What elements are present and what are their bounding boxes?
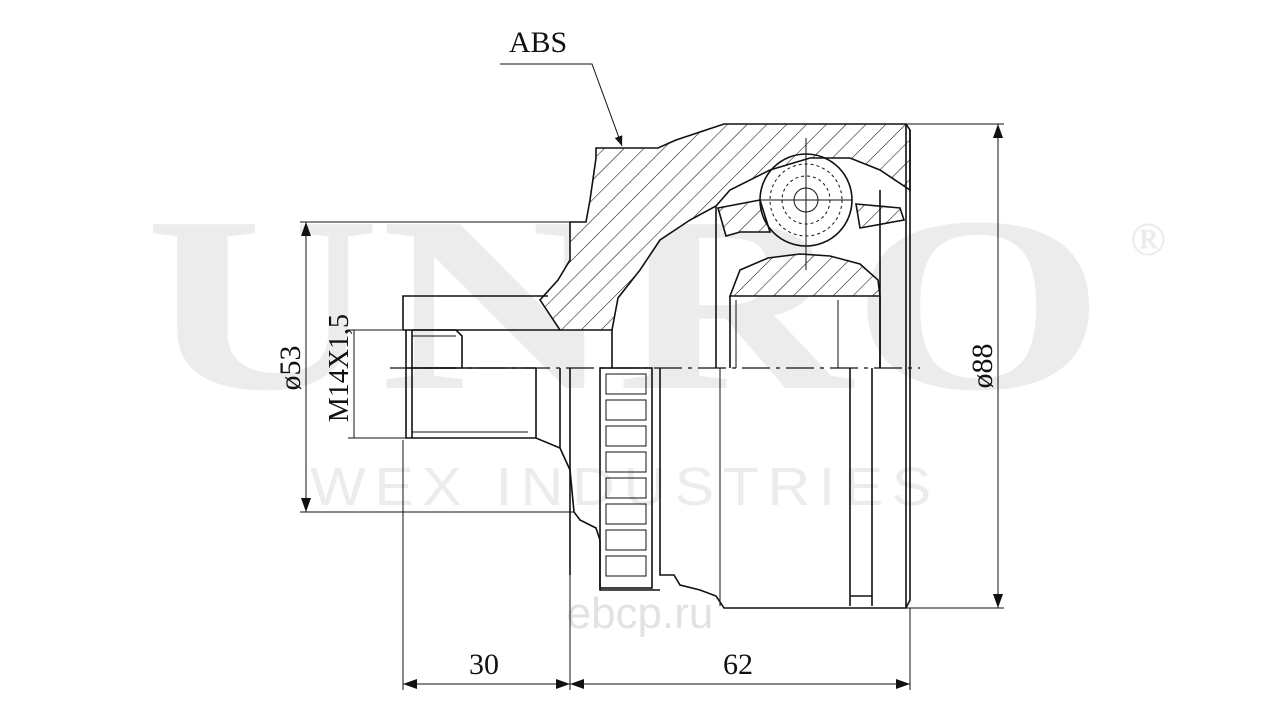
- dim53-arrow-bottom: [301, 498, 311, 512]
- watermark-site: ebcp.ru: [567, 589, 714, 638]
- dim62-label: 62: [723, 648, 753, 681]
- thread-label: M14X1,5: [324, 314, 355, 422]
- dim88-label: ø88: [966, 344, 999, 389]
- watermark-registered: ®: [1130, 213, 1166, 266]
- abs-label: ABS: [509, 26, 567, 59]
- dim53-label: ø53: [274, 346, 307, 391]
- dim53-arrow-top: [301, 222, 311, 236]
- cage-section-left: [716, 199, 772, 237]
- dim88-arrow-bottom: [993, 594, 1003, 608]
- housing-outline-lower: [611, 124, 911, 609]
- housing-section: [538, 123, 911, 331]
- dim88-arrow-top: [993, 124, 1003, 138]
- dim30-arrow-left: [403, 679, 417, 689]
- dim62-arrow-left: [570, 679, 584, 689]
- abs-leader: [500, 63, 623, 147]
- dim30-label: 30: [469, 648, 499, 681]
- watermark-company: WEX INDUSTRIES: [310, 457, 940, 517]
- dim62-arrow-right: [896, 679, 910, 689]
- dim30-arrow-right: [556, 679, 570, 689]
